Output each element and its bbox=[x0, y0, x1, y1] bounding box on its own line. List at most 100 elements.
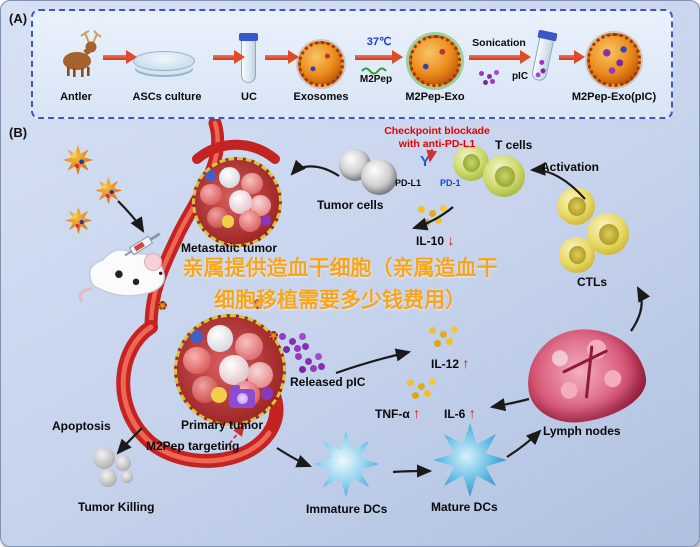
il12-text: IL-12 bbox=[431, 357, 460, 371]
tumor-cell-dot bbox=[183, 346, 211, 375]
panel-b-label: (B) bbox=[9, 125, 28, 140]
flow-arrow-icon bbox=[355, 50, 403, 64]
activation-label: Activation bbox=[541, 160, 600, 174]
il10-label: IL-10 ↓ bbox=[416, 232, 454, 248]
mouse-icon bbox=[78, 233, 174, 310]
immature-dc-icon bbox=[313, 431, 379, 497]
red-targeting-arrows bbox=[224, 148, 438, 450]
il10-text: IL-10 bbox=[416, 234, 445, 248]
il6-label: IL-6 ↑ bbox=[444, 405, 476, 421]
m2pep-label: M2Pep bbox=[359, 74, 393, 85]
exosome-icon bbox=[298, 41, 344, 87]
anti-pd-l1-antibody-icon: Y bbox=[420, 153, 431, 170]
dying-tumor-cell-icon bbox=[99, 469, 117, 487]
ctl-cell-icon bbox=[587, 213, 629, 255]
t-cell-icon bbox=[483, 155, 525, 197]
tumor-cell-dot bbox=[261, 215, 272, 226]
il12-label: IL-12 ↑ bbox=[431, 355, 469, 371]
mini-exosome-icon bbox=[253, 299, 263, 309]
lymph-nodes-label: Lymph nodes bbox=[543, 424, 621, 438]
il6-up-arrow: ↑ bbox=[468, 405, 476, 421]
sonication-label: Sonication bbox=[472, 37, 526, 49]
checkpoint-blockade-label: Checkpoint blockade with anti-PD-L1 bbox=[367, 125, 507, 151]
il10-cytokine-dots-icon bbox=[418, 206, 425, 213]
tumor-cell-dot bbox=[260, 386, 274, 400]
flow-arrow-icon bbox=[213, 50, 245, 64]
exosome-particle-icon bbox=[95, 177, 122, 204]
temperature-label: 37℃ bbox=[366, 36, 392, 48]
tumor-cells-label: Tumor cells bbox=[317, 198, 384, 212]
il6-text: IL-6 bbox=[444, 407, 466, 421]
primary-tumor-label: Primary tumor bbox=[181, 418, 264, 432]
mini-exosome-icon bbox=[158, 301, 167, 310]
ctl-cell-icon bbox=[557, 187, 595, 225]
tumor-cell-dot bbox=[200, 183, 222, 206]
released-pic-label: Released pIC bbox=[290, 375, 366, 389]
flow-arrow-icon bbox=[559, 50, 585, 64]
exosome-particle-icon bbox=[63, 145, 93, 175]
m2pep-exo-pic-icon bbox=[587, 33, 641, 87]
dying-tumor-cell-icon bbox=[115, 455, 131, 471]
t-cells-label: T cells bbox=[495, 138, 533, 152]
step-label-m2pep-exo-pic: M2Pep-Exo(pIC) bbox=[571, 91, 657, 103]
il12-up-arrow: ↑ bbox=[462, 355, 470, 371]
tumor-cell-icon bbox=[361, 159, 397, 195]
step-label-m2pep-exo: M2Pep-Exo bbox=[405, 91, 465, 103]
tnf-text: TNF-α bbox=[375, 407, 410, 421]
step-label-antler: Antler bbox=[60, 91, 92, 103]
tumor-cell-dot bbox=[206, 325, 234, 352]
watermark-text: 亲属提供造血干细胞（亲属造血干细胞移植需要多少钱费用） bbox=[182, 257, 498, 312]
exosome-particle-icon bbox=[65, 207, 92, 234]
panel-a-workflow: Antler ASCs culture UC Exosomes 37℃ M2Pe… bbox=[31, 9, 673, 119]
released-pic-dots-icon bbox=[279, 333, 286, 340]
pd-1-label: PD-1 bbox=[440, 178, 461, 188]
tumor-killing-label: Tumor Killing bbox=[78, 500, 155, 514]
t-cell-icon bbox=[453, 145, 489, 181]
tumor-cell-dot bbox=[189, 329, 204, 344]
step-label-ascs-culture: ASCs culture bbox=[132, 91, 202, 103]
flow-arrow-icon bbox=[103, 50, 137, 64]
vessel-paths bbox=[116, 116, 284, 468]
tnf-label: TNF-α ↑ bbox=[375, 405, 420, 421]
step-label-uc: UC bbox=[241, 91, 257, 103]
apoptosis-label: Apoptosis bbox=[52, 419, 111, 433]
tumor-cell-dot bbox=[228, 190, 253, 214]
checkpoint-line1: Checkpoint blockade bbox=[384, 125, 490, 137]
tnf-up-arrow: ↑ bbox=[413, 405, 421, 421]
tumor-cell-dot bbox=[241, 172, 264, 195]
released-pic-dots-icon bbox=[295, 353, 302, 360]
m2pep-targeting-label: M2Pep targeting bbox=[146, 439, 240, 453]
flow-arrow-icon bbox=[469, 50, 531, 64]
flow-arrow-icon bbox=[265, 50, 299, 64]
dying-tumor-cell-icon bbox=[121, 471, 133, 483]
tumor-cell-dot bbox=[219, 355, 250, 385]
checkpoint-line2: with anti-PD-L1 bbox=[398, 138, 476, 151]
tnf-il6-cytokine-dots-icon bbox=[407, 379, 414, 386]
tumor-cell-dot bbox=[218, 166, 240, 188]
m2pep-exo-icon bbox=[409, 35, 461, 87]
syringe-icon bbox=[121, 227, 167, 265]
panel-a-label: (A) bbox=[9, 11, 28, 26]
tumor-cell-dot bbox=[210, 386, 227, 403]
immature-dcs-label: Immature DCs bbox=[306, 502, 388, 516]
pd-l1-label: PD-L1 bbox=[395, 178, 422, 188]
ctls-label: CTLs bbox=[577, 275, 607, 289]
il10-down-arrow: ↓ bbox=[447, 232, 455, 248]
m2pep-peptide-icon bbox=[361, 63, 391, 81]
mature-dc-icon bbox=[433, 423, 507, 497]
black-process-arrows bbox=[116, 159, 651, 478]
tumor-cell-dot bbox=[221, 215, 235, 229]
step-label-exosomes: Exosomes bbox=[293, 91, 349, 103]
ctl-cell-icon bbox=[559, 237, 595, 273]
mini-exosome-icon bbox=[269, 331, 278, 340]
il12-cytokine-dots-icon bbox=[429, 327, 436, 334]
tumor-cell-dot bbox=[205, 170, 216, 181]
dying-tumor-cell-icon bbox=[93, 447, 115, 469]
tumor-cell-dot bbox=[238, 210, 261, 233]
pic-dots-icon bbox=[479, 71, 484, 76]
watermark-camera-icon bbox=[229, 385, 255, 408]
mature-dcs-label: Mature DCs bbox=[431, 500, 498, 514]
